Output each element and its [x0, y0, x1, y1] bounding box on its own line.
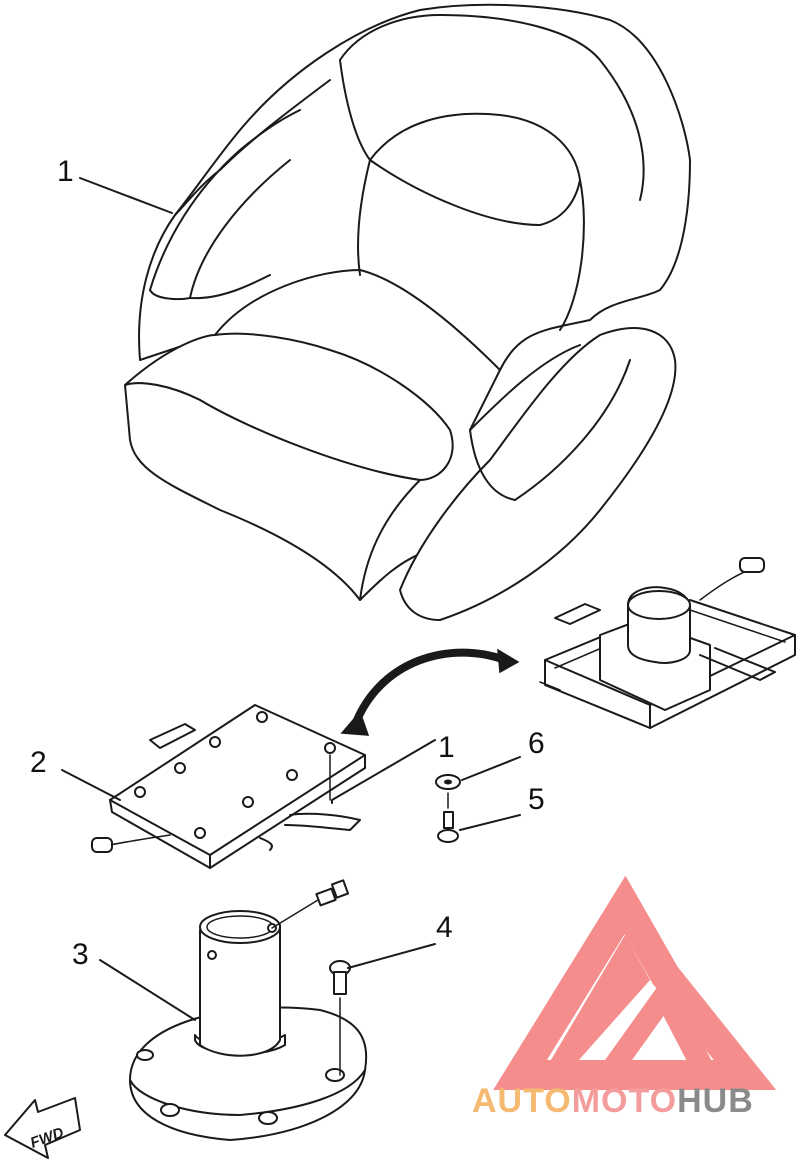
label-washer: 6: [528, 727, 545, 760]
pedestal-bolt-drawing: [329, 960, 351, 1076]
seat-drawing: [124, 3, 691, 621]
label-seat-bracket: 1: [438, 731, 455, 764]
label-seat: 1: [57, 155, 74, 188]
label-slider: 2: [30, 746, 47, 779]
fwd-arrow-icon: FWD: [4, 1097, 81, 1159]
slider-plate-drawing: [91, 704, 366, 869]
watermark-hub: HUB: [677, 1082, 754, 1120]
swivel-arrow: [340, 648, 520, 736]
watermark-moto: MOTO: [571, 1082, 678, 1120]
label-pedestal-bolt: 4: [436, 911, 453, 944]
screw-drawing: [437, 792, 459, 843]
washer-drawing: [435, 774, 461, 790]
label-screw: 5: [528, 783, 545, 816]
watermark-logo-icon: [493, 875, 777, 1090]
label-pedestal: 3: [72, 938, 89, 971]
pedestal-drawing: [129, 879, 368, 1141]
watermark-auto: AUTO: [472, 1082, 572, 1120]
leader-lines: [61, 177, 521, 1021]
swivel-mechanism-drawing: [539, 557, 796, 729]
watermark-text: AUTOMOTOHUB: [472, 1082, 754, 1121]
